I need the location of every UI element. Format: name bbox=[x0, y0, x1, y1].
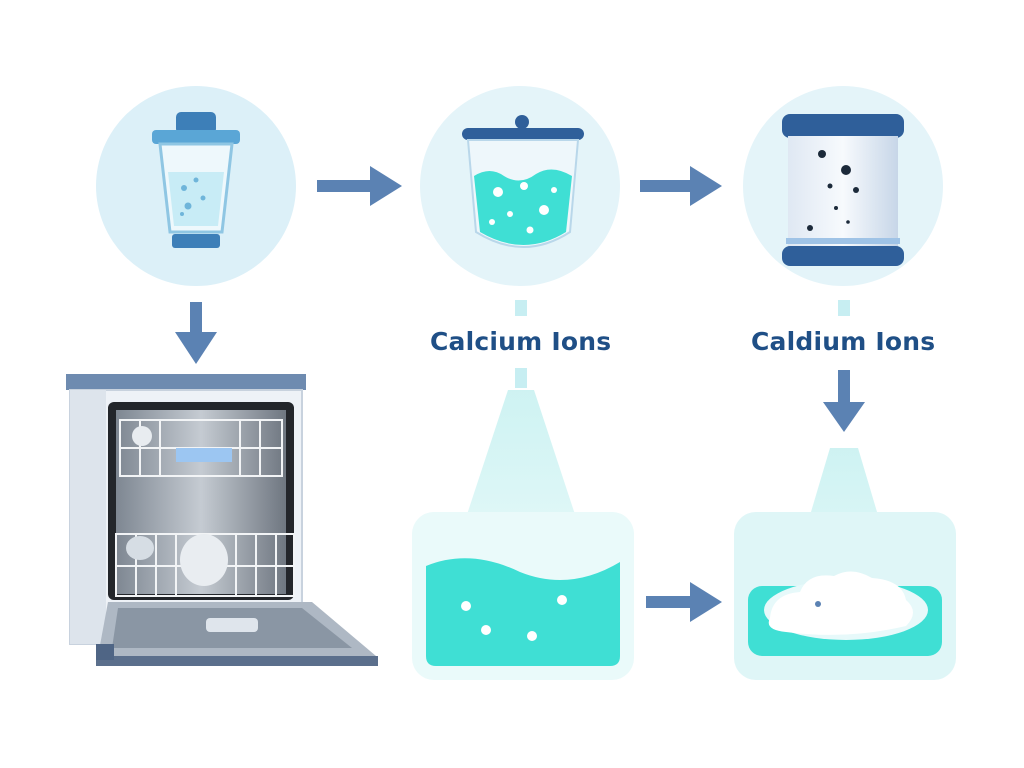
connector-dash-left-2 bbox=[515, 368, 527, 388]
softener-tank-node bbox=[743, 86, 943, 286]
arrow-softener-to-basin bbox=[823, 370, 865, 432]
connector-dash-left bbox=[515, 300, 527, 316]
water-filter-node bbox=[96, 86, 296, 286]
water-basin-icon bbox=[426, 558, 620, 666]
scale-deposit-icon bbox=[748, 571, 942, 656]
arrow-ions-to-softener bbox=[640, 166, 722, 206]
water-ions-node bbox=[420, 86, 620, 286]
calcium-ions-label: Calcium Ions bbox=[430, 327, 612, 356]
softener-cartridge-icon bbox=[782, 114, 904, 266]
dishwasher-icon bbox=[66, 374, 378, 666]
arrow-filter-to-dishwasher bbox=[175, 302, 217, 364]
connector-dash-right bbox=[838, 300, 850, 316]
caldium-ions-label: Caldium Ions bbox=[751, 327, 936, 356]
ion-water-container-icon bbox=[462, 115, 584, 248]
ion-water-basin-node bbox=[412, 390, 634, 680]
arrow-basin-to-basin bbox=[646, 582, 722, 622]
scale-deposit-basin-node bbox=[734, 448, 956, 680]
water-filter-pitcher-icon bbox=[152, 112, 240, 248]
arrow-filter-to-ions bbox=[317, 166, 402, 206]
